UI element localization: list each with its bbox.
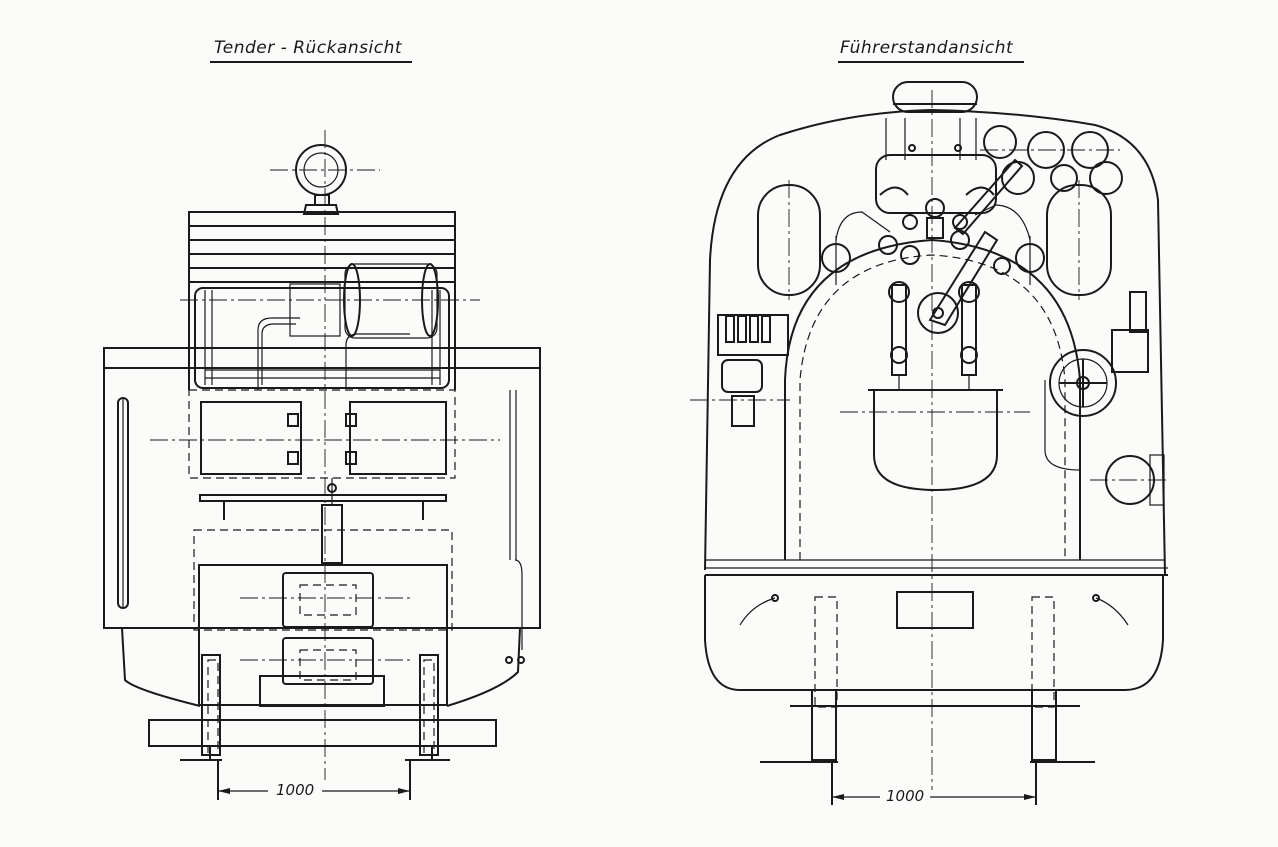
right-view-title: Führerstandansicht — [840, 38, 1014, 58]
cab-wheels — [790, 596, 1080, 761]
left-view-title: Tender - Rückansicht — [214, 38, 403, 58]
bunker-doors — [150, 389, 500, 479]
right-dimension-label: 1000 — [886, 787, 925, 805]
cab-windows — [757, 180, 1112, 300]
tender-upper-body — [180, 263, 480, 390]
backhead-fittings — [875, 118, 997, 239]
cab-view — [690, 61, 1170, 805]
buffer-beam — [148, 719, 497, 760]
rear-step — [199, 478, 447, 564]
firebox-arch — [784, 238, 1081, 560]
tender-lower-frame — [104, 529, 540, 707]
cab-lower-frame — [704, 575, 1164, 691]
water-gauges — [888, 281, 980, 390]
left-rails — [180, 759, 450, 800]
brake-wheel — [1049, 291, 1149, 417]
left-dimension-label: 1000 — [276, 781, 315, 799]
left-dimension-line — [218, 788, 410, 794]
fire-door — [840, 389, 1030, 492]
coal-boards — [188, 211, 456, 390]
injectors — [821, 204, 1045, 285]
cab-outline — [704, 108, 1168, 576]
reversing-lever — [917, 158, 1024, 334]
lubricator — [690, 314, 790, 427]
tender-rear-view — [103, 61, 541, 800]
gauge-cluster — [980, 125, 1123, 195]
speed-gauge — [1044, 380, 1170, 560]
right-rails — [760, 761, 1095, 805]
roof-vent — [892, 81, 978, 113]
right-dimension-line — [832, 794, 1036, 800]
